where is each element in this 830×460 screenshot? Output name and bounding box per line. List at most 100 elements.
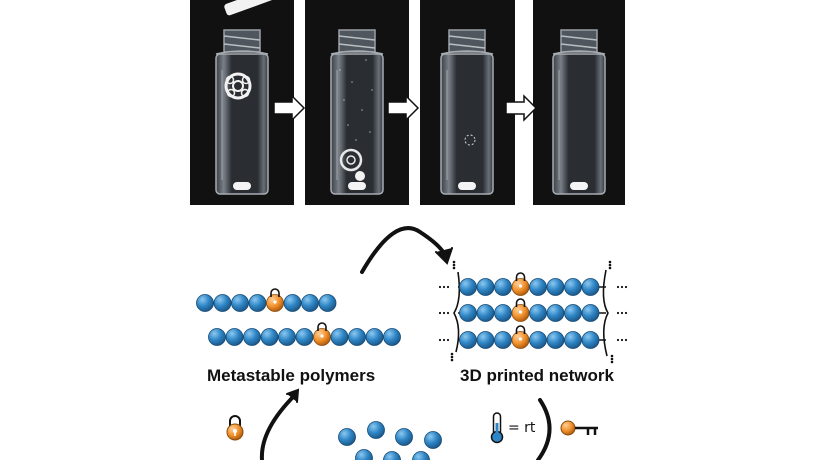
monomer-bead <box>581 304 600 322</box>
continuation-dot <box>616 285 620 289</box>
monomer-beads <box>338 421 442 460</box>
thermometer-icon <box>490 412 504 444</box>
monomer-bead <box>476 331 495 349</box>
monomer-bead <box>330 328 349 346</box>
lock-shackle <box>270 288 280 297</box>
continuation-dot <box>438 338 442 342</box>
monomer-bead <box>412 451 430 460</box>
cycle-arrow-top <box>360 226 453 274</box>
monomer-bead <box>546 304 565 322</box>
keyhole <box>273 300 277 304</box>
monomer-bead <box>225 328 244 346</box>
cycle-arrow-right <box>536 398 552 460</box>
continuation-dot <box>452 260 456 264</box>
monomer-bead <box>476 278 495 296</box>
photo-panel-4 <box>533 0 625 205</box>
continuation-dot <box>446 285 450 289</box>
monomer-bead <box>546 331 565 349</box>
lock-shackle <box>515 325 526 334</box>
keyhole <box>518 310 523 314</box>
continuation-dot <box>620 285 624 289</box>
monomer-bead <box>459 304 477 322</box>
monomer-bead <box>494 278 512 296</box>
monomer-bead <box>365 328 384 346</box>
monomer-bead <box>283 294 302 312</box>
monomer-bead <box>494 331 512 349</box>
lock-shackle <box>317 322 327 331</box>
monomer-bead <box>581 278 600 296</box>
continuation-dot <box>450 355 454 359</box>
monomer-bead <box>546 278 565 296</box>
continuation-dot <box>450 352 454 356</box>
monomer-bead <box>338 428 356 446</box>
continuation-dot <box>624 311 628 315</box>
continuation-dot <box>616 311 620 315</box>
monomer-bead <box>301 294 319 312</box>
monomer-bead <box>459 331 477 349</box>
monomer-bead <box>395 428 413 446</box>
continuation-dot <box>452 266 456 270</box>
continuation-dot <box>442 285 446 289</box>
monomer-bead <box>564 278 582 296</box>
cycle-arrow-left <box>259 388 300 460</box>
monomer-bead <box>564 331 582 349</box>
continuation-dot <box>450 358 454 362</box>
continuation-dot <box>616 338 620 342</box>
monomer-bead <box>278 328 296 346</box>
monomer-bead <box>213 294 232 312</box>
pipette-icon <box>224 0 274 16</box>
lock-icon <box>226 415 244 441</box>
continuation-dot <box>442 338 446 342</box>
monomer-bead <box>529 331 547 349</box>
monomer-bead <box>367 421 385 439</box>
label-3d-printed-network: 3D printed network <box>460 366 614 385</box>
monomer-bead <box>529 278 547 296</box>
continuation-dot <box>608 266 612 270</box>
faint-outline-icon <box>464 134 476 146</box>
keyhole <box>518 337 523 341</box>
monomer-bead <box>459 278 477 296</box>
settled-ball-icon <box>339 148 365 181</box>
continuation-dot <box>624 285 628 289</box>
keyhole <box>518 284 523 288</box>
label-metastable-polymers: Metastable polymers <box>207 366 376 385</box>
monomer-bead <box>564 304 582 322</box>
continuation-dot <box>610 360 614 364</box>
printed-network <box>438 260 628 364</box>
metastable-polymer-chains <box>196 288 401 346</box>
monomer-bead <box>348 328 366 346</box>
monomer-bead <box>295 328 314 346</box>
key-icon <box>560 420 598 436</box>
monomer-bead <box>231 294 249 312</box>
monomer-bead <box>581 331 600 349</box>
monomer-bead <box>529 304 547 322</box>
room-temperature-label: = rt <box>508 420 536 436</box>
monomer-bead <box>196 294 214 312</box>
monomer-bead <box>248 294 267 312</box>
monomer-bead <box>260 328 279 346</box>
lock-shackle <box>515 272 526 281</box>
monomer-bead <box>208 328 226 346</box>
continuation-dot <box>438 285 442 289</box>
continuation-dot <box>608 260 612 264</box>
printed-ball-icon <box>224 72 252 100</box>
monomer-bead <box>243 328 261 346</box>
monomer-bead <box>355 449 373 460</box>
continuation-dot <box>452 263 456 267</box>
continuation-dot <box>442 311 446 315</box>
monomer-bead <box>383 451 401 460</box>
monomer-bead <box>383 328 401 346</box>
crosslink-right <box>602 269 609 357</box>
photo-panel-3 <box>420 0 515 205</box>
monomer-bead <box>494 304 512 322</box>
continuation-dot <box>446 338 450 342</box>
continuation-dot <box>438 311 442 315</box>
keyhole <box>320 334 324 338</box>
continuation-dot <box>608 263 612 267</box>
continuation-dot <box>446 311 450 315</box>
lock-shackle <box>515 298 526 307</box>
monomer-bead <box>476 304 495 322</box>
monomer-bead <box>424 431 442 449</box>
continuation-dot <box>620 311 624 315</box>
